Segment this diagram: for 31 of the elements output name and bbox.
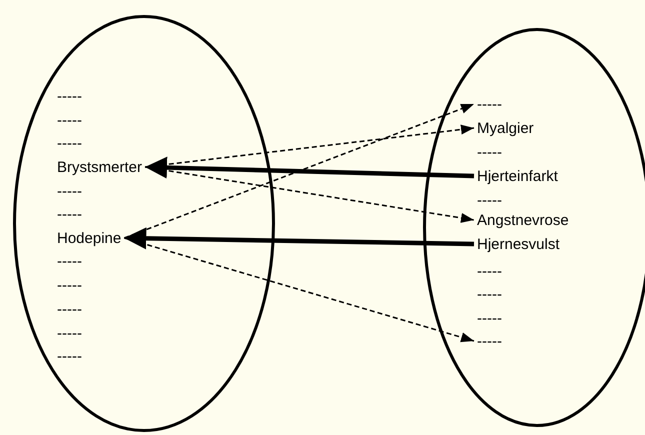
arrow (124, 237, 474, 342)
arrow (144, 166, 474, 223)
arrow (124, 103, 474, 239)
list-item-text: ----- (477, 332, 502, 350)
list-item-text: ----- (477, 96, 502, 112)
list-item-text: ----- (477, 144, 502, 160)
arrow (145, 156, 474, 179)
list-item-text: ----- (477, 192, 502, 208)
list-item-text: ----- (57, 300, 82, 318)
list-item-text: ----- (57, 252, 82, 270)
list-item-text: Myalgier (477, 120, 534, 136)
list-item-text: ----- (477, 286, 502, 302)
list-item-text: ----- (57, 112, 82, 128)
list-item-text: ----- (477, 310, 502, 326)
ellipse-outline (13, 15, 275, 432)
list-item-text: Brystsmerter (57, 158, 142, 176)
arrow (144, 124, 474, 168)
list-item-text: ----- (57, 206, 82, 222)
list-item-text: ----- (57, 182, 82, 200)
list-item-text: ----- (57, 348, 82, 364)
list-item-text: Hjernesvulst (477, 236, 560, 252)
list-item-text: Angstnevrose (477, 212, 569, 228)
list-item-text: ----- (477, 262, 502, 280)
list-item-text: ----- (57, 276, 82, 294)
list-item-text: ----- (57, 324, 82, 342)
arrow (124, 227, 474, 250)
list-item-text: Hjerteinfarkt (477, 168, 558, 184)
list-item-text: ----- (57, 134, 82, 152)
list-item-text: ----- (57, 88, 82, 104)
ellipse-outline (423, 28, 645, 427)
list-item-text: Hodepine (57, 230, 122, 246)
